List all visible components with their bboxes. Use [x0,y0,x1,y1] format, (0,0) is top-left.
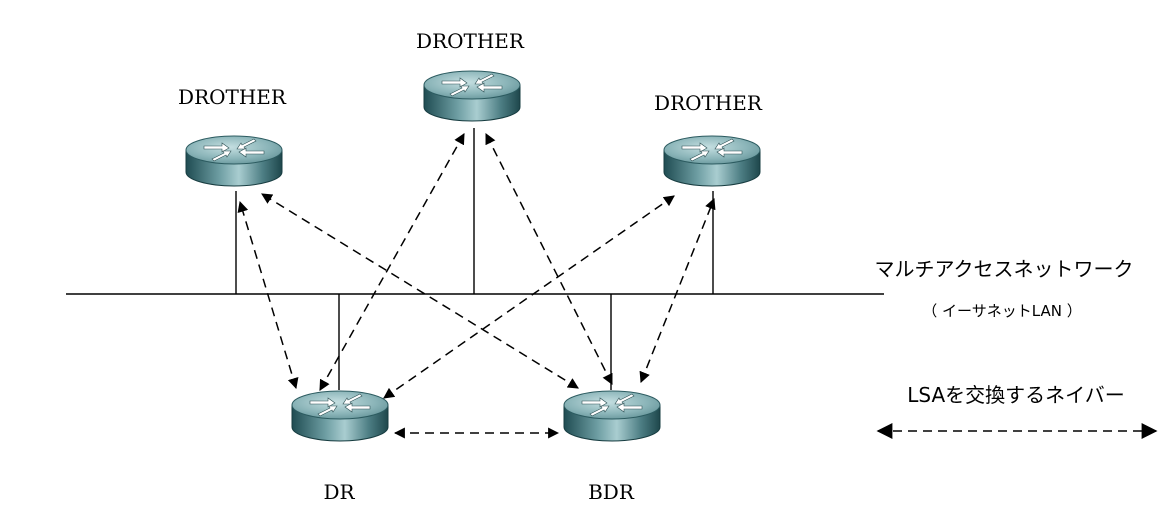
adj-dr-drother-right [383,195,675,399]
adj-dr-drother-left [237,200,299,390]
label-drother-right: DROTHER [654,91,763,115]
legend-label: LSAを交換するネイバー [907,383,1125,407]
label-drother-center: DROTHER [416,29,525,53]
adjacency-arrows [237,133,716,439]
bus-connections [235,128,714,390]
label-dr: DR [323,480,355,504]
router-drother-right [663,135,761,187]
label-bdr: BDR [588,480,635,504]
router-dr [291,390,389,442]
router-bdr [563,390,661,442]
router-drother-left [185,135,283,187]
adj-bdr-drother-right [639,197,716,384]
network-subtitle: （ イーサネットLAN ） [922,302,1081,320]
router-drother-center [423,70,521,122]
adj-dr-drother-center [319,133,465,391]
network-title: マルチアクセスネットワーク [875,257,1134,281]
adj-bdr-drother-center [485,133,613,385]
label-drother-left: DROTHER [178,85,287,109]
